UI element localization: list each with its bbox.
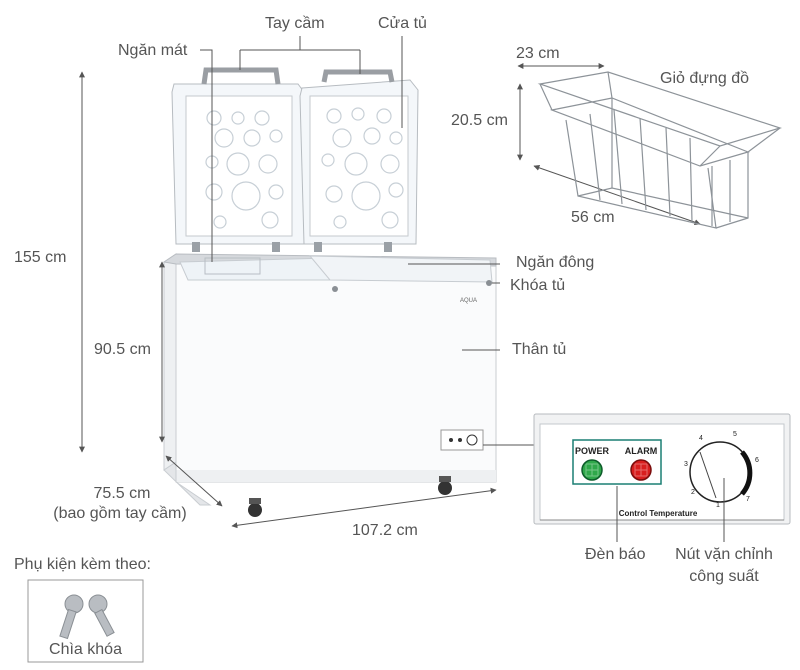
wire-basket <box>537 71 783 229</box>
alarm-led <box>630 459 652 481</box>
dial-number: 7 <box>746 496 750 503</box>
label-phu-kien: Phụ kiện kèm theo: <box>14 556 151 573</box>
label-chia-khoa: Chìa khóa <box>49 641 122 658</box>
dim-width: 107.2 cm <box>352 522 418 539</box>
dim-basket-height: 20.5 cm <box>451 112 508 129</box>
dial-numbers: 1 2 3 4 5 6 7 <box>684 431 759 509</box>
key-box <box>27 579 144 663</box>
lock-knob-left <box>332 286 338 292</box>
dial-number: 1 <box>716 502 720 509</box>
power-led <box>581 459 603 481</box>
alarm-label: ALARM <box>625 446 658 456</box>
dial-number: 2 <box>691 489 695 496</box>
left-lid <box>171 83 305 252</box>
dim-basket-width: 23 cm <box>516 45 560 62</box>
label-khoa-tu: Khóa tủ <box>510 277 566 294</box>
label-cua-tu: Cửa tủ <box>378 15 427 32</box>
label-gio-dung-do: Giỏ đựng đồ <box>660 70 749 87</box>
lock-knob-right <box>486 280 492 286</box>
dim-height-body: 90.5 cm <box>94 341 151 358</box>
key-icon <box>59 594 115 640</box>
dial-number: 3 <box>684 461 688 468</box>
right-lid <box>299 79 419 252</box>
label-ngan-mat: Ngăn mát <box>118 42 188 59</box>
dim-basket-length: 56 cm <box>571 209 615 226</box>
dial-number: 6 <box>755 457 759 464</box>
temperature-dial <box>689 441 753 503</box>
dim-depth: 75.5 cm <box>93 485 151 502</box>
label-tay-cam: Tay cầm <box>265 15 325 32</box>
dim-depth-note: (bao gồm tay cầm) <box>53 505 187 522</box>
body-control-panel <box>440 429 484 451</box>
led-grid <box>585 463 648 477</box>
dim-height-total: 155 cm <box>14 249 67 266</box>
label-nut-van-line2: công suất <box>689 568 759 585</box>
dial-number: 4 <box>699 435 703 442</box>
label-den-bao: Đèn báo <box>585 546 646 563</box>
control-temperature-label: Control Temperature <box>619 509 698 518</box>
open-compartments <box>179 255 493 283</box>
label-ngan-dong: Ngăn đông <box>516 254 595 271</box>
dimension-lines <box>79 63 701 529</box>
leader-lines <box>200 36 536 446</box>
label-nut-van-line1: Nút vặn chỉnh <box>675 546 773 563</box>
left-handle <box>201 67 281 85</box>
panel-leaders <box>616 478 725 542</box>
brand-logo: AQUA <box>460 298 477 304</box>
freezer-body <box>162 253 497 517</box>
right-handle <box>321 69 395 83</box>
led-frame <box>572 439 662 485</box>
dial-number: 5 <box>733 431 737 438</box>
power-label: POWER <box>575 446 610 456</box>
label-than-tu: Thân tủ <box>512 341 567 358</box>
